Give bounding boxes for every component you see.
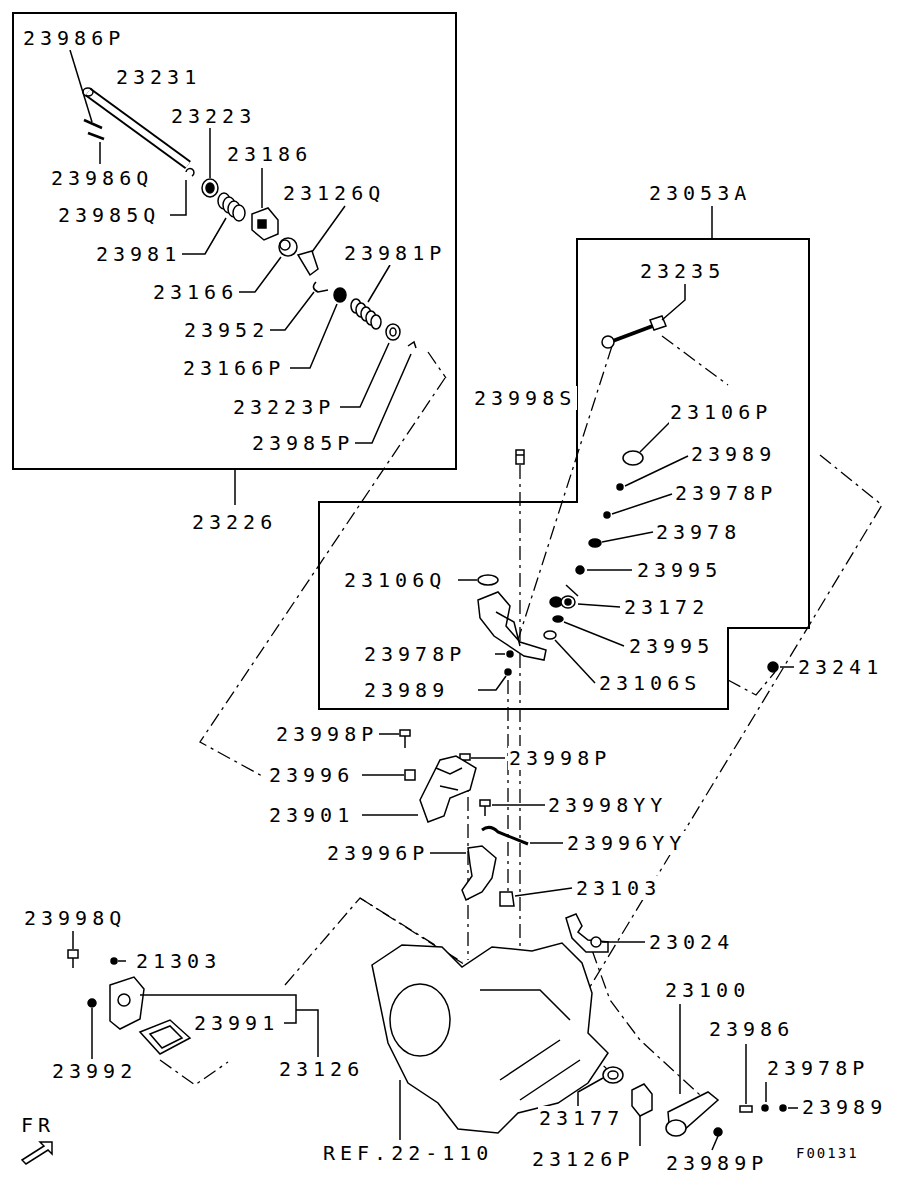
part-number: 23978P — [674, 481, 778, 505]
part-number: 23952 — [183, 318, 270, 342]
part-number: 23241 — [797, 655, 884, 679]
part-number: 23106S — [598, 671, 702, 695]
part-number: 23998P — [508, 746, 612, 770]
part-number: 23981 — [95, 242, 182, 266]
part-number: 23992 — [51, 1059, 138, 1083]
part-number: 23996 — [268, 763, 355, 787]
part-number: 23981P — [343, 241, 447, 265]
assembly-number: 23226 — [191, 510, 278, 534]
part-number: 23986P — [22, 26, 126, 50]
part-number: 23106P — [669, 400, 773, 424]
part-number: 23177 — [538, 1106, 625, 1130]
part-number: 23901 — [268, 803, 355, 827]
part-number: 23998Q — [23, 906, 127, 930]
part-number: 23223P — [232, 395, 336, 419]
part-number: 23998S — [473, 386, 577, 410]
part-number: 23989 — [801, 1095, 888, 1119]
part-number: 23024 — [648, 930, 735, 954]
group-box: 23053A — [318, 238, 810, 710]
part-number: 23126P — [531, 1147, 635, 1171]
assembly-number: 23053A — [648, 181, 752, 205]
part-number: 23986Q — [50, 166, 154, 190]
part-number: 23978P — [766, 1056, 870, 1080]
part-number: 23996YY — [566, 831, 687, 855]
part-number: 23985P — [251, 431, 355, 455]
group-outline — [318, 238, 810, 710]
part-number: 23998P — [275, 722, 379, 746]
part-number: 23223 — [170, 104, 257, 128]
part-number: 23186 — [226, 142, 313, 166]
part-number: 23231 — [115, 65, 202, 89]
part-number: 23989 — [363, 678, 450, 702]
part-number: 23998YY — [547, 793, 668, 817]
part-number: 23103 — [575, 876, 662, 900]
part-number: FR — [20, 1113, 56, 1137]
part-number: 23991 — [193, 1011, 280, 1035]
part-number: 23989 — [690, 442, 777, 466]
part-number: 23172 — [623, 595, 710, 619]
part-number: 23978P — [363, 642, 467, 666]
part-number: 21303 — [135, 949, 222, 973]
part-number: 23996P — [326, 841, 430, 865]
part-number: 23100 — [664, 978, 751, 1002]
part-number: 23235 — [639, 259, 726, 283]
part-number: 23986 — [708, 1017, 795, 1041]
part-number: 23989P — [665, 1151, 769, 1175]
part-number: 23126 — [278, 1057, 365, 1081]
part-number: 23106Q — [343, 568, 447, 592]
part-number: 23166 — [152, 280, 239, 304]
part-number: 23995 — [636, 558, 723, 582]
part-number: 23126Q — [282, 181, 386, 205]
part-number: 23995 — [628, 634, 715, 658]
part-number: 23166P — [182, 356, 286, 380]
part-number: 23985Q — [57, 203, 161, 227]
part-number: REF.22-110 — [322, 1141, 494, 1165]
part-number: F00131 — [795, 1144, 860, 1162]
part-number: 23978 — [655, 520, 742, 544]
